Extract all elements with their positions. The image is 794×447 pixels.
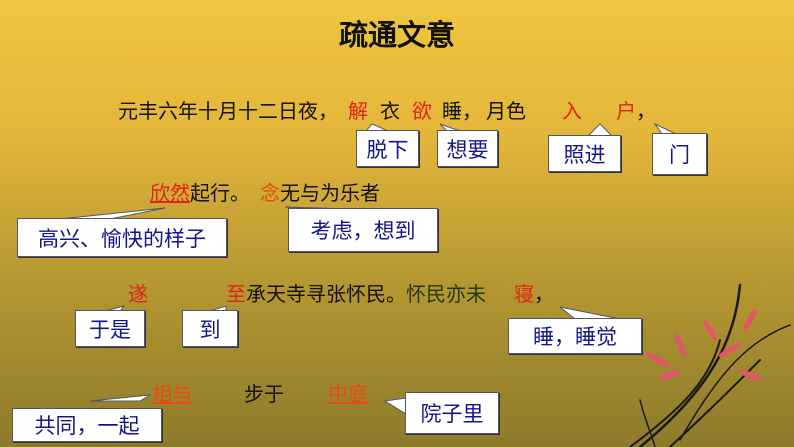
keyword-xiangyu: 相与 xyxy=(152,382,192,406)
note-qin: 睡，睡觉 xyxy=(508,318,642,354)
note-zhi: 到 xyxy=(182,310,238,347)
note-sui: 于是 xyxy=(75,310,145,347)
orchid-painting-icon xyxy=(629,283,791,447)
note-ru: 照进 xyxy=(548,135,621,172)
keyword-zhi: 至 xyxy=(226,282,246,306)
keyword-ru: 入 xyxy=(562,99,582,123)
note-xiangyu: 共同，一起 xyxy=(12,408,162,442)
text: 无与为乐者 xyxy=(280,181,380,205)
note-yu: 想要 xyxy=(437,130,498,167)
note-zhongting: 院子里 xyxy=(405,392,499,434)
note-nian: 考虑，想到 xyxy=(288,208,438,252)
text-line-4: 相与 步于 中庭 xyxy=(152,383,368,406)
text-line-3: 遂 至承天寺寻张怀民。怀民亦未 寝， xyxy=(128,283,554,306)
note-xinran: 高兴、愉快的样子 xyxy=(17,218,227,257)
text: 步于 xyxy=(244,382,284,406)
text-line-1: 元丰六年十月十二日夜， 解衣欲睡，月色 入 户， xyxy=(118,100,656,123)
text: 衣 xyxy=(380,99,400,123)
keyword-qin: 寝 xyxy=(514,282,534,306)
note-jie: 脱下 xyxy=(356,130,419,167)
text: 怀民亦未 xyxy=(406,282,486,306)
text-line-2: 欣然起行。念无与为乐者 xyxy=(150,182,380,205)
text: 月色 xyxy=(486,99,526,123)
text: ， xyxy=(636,99,656,123)
keyword-hu: 户 xyxy=(616,99,636,123)
keyword-sui: 遂 xyxy=(128,282,148,306)
note-hu: 门 xyxy=(652,133,707,175)
keyword-jie: 解 xyxy=(348,99,368,123)
keyword-zhongting: 中庭 xyxy=(328,382,368,406)
text: 起行。 xyxy=(190,181,250,205)
keyword-yu: 欲 xyxy=(412,99,432,123)
slide-title: 疏通文意 xyxy=(338,18,455,52)
keyword-nian: 念 xyxy=(260,181,280,205)
text: 承天寺寻张怀民。 xyxy=(246,282,406,306)
keyword-xinran: 欣然 xyxy=(150,181,190,205)
text: 睡， xyxy=(442,99,482,123)
text: 元丰六年十月十二日夜， xyxy=(118,99,338,123)
text: ， xyxy=(534,282,554,306)
